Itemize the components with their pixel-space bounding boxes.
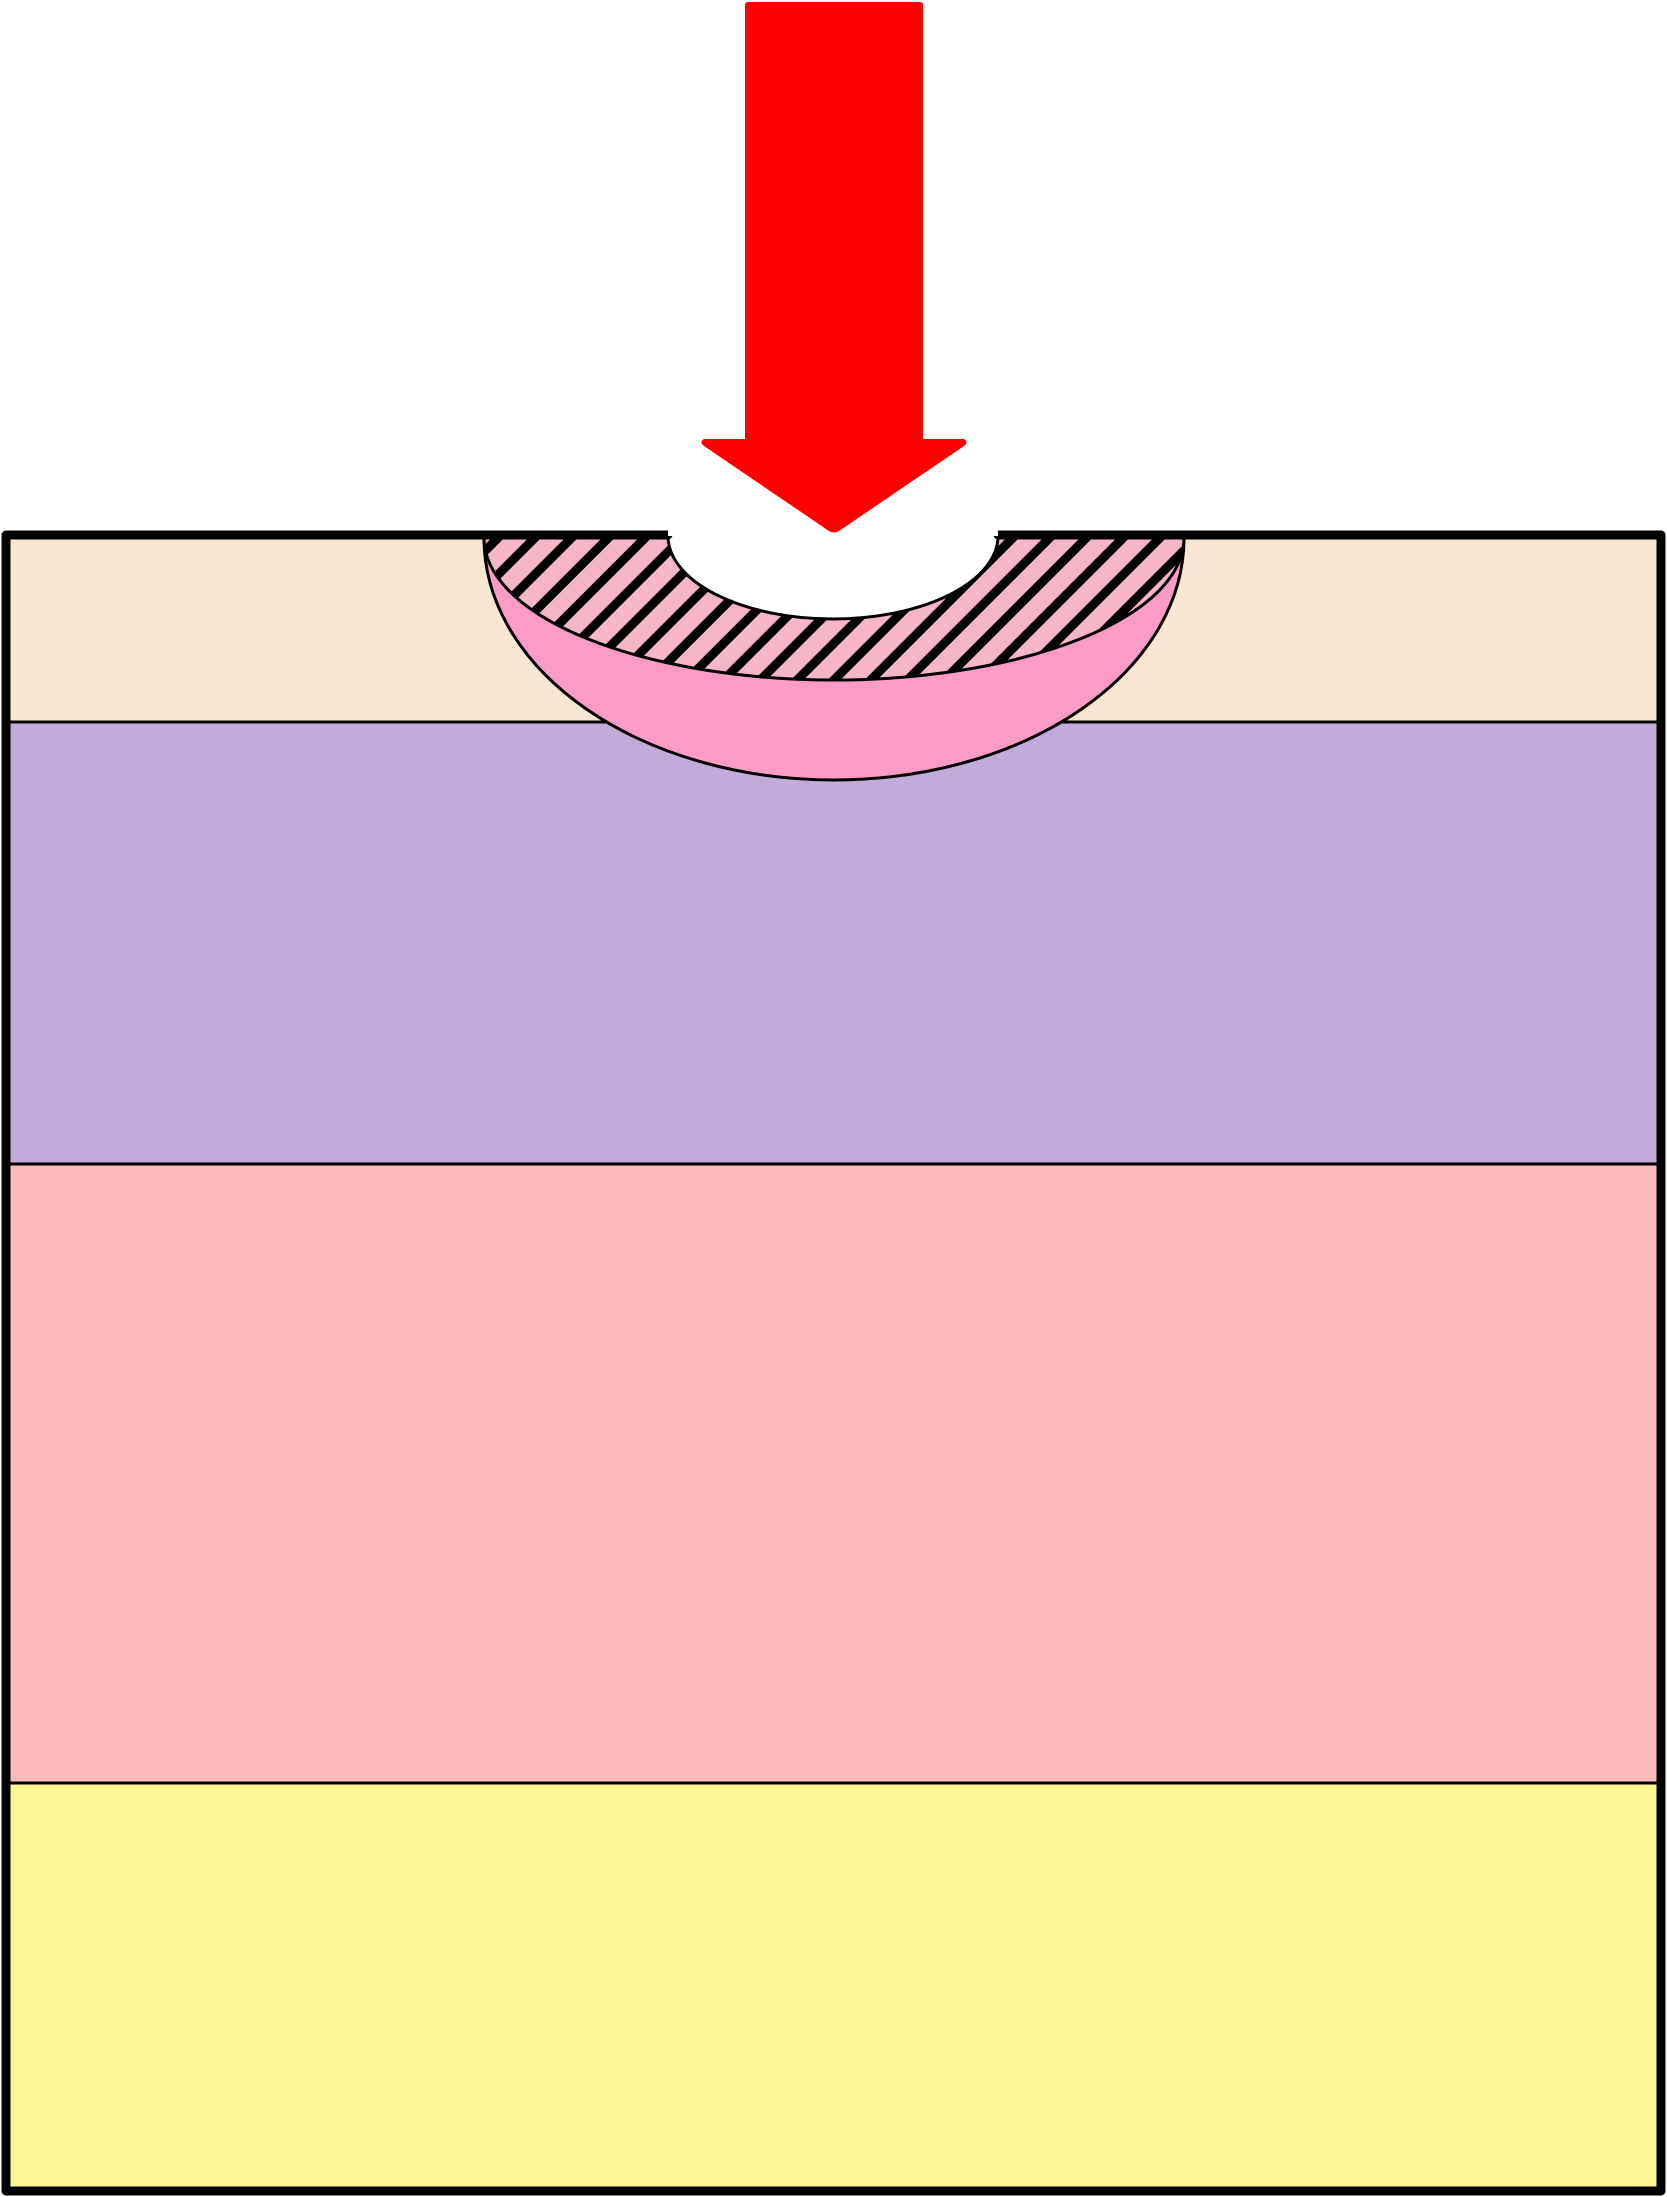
frame-outline	[1, 530, 1666, 2196]
indentation-cavity	[666, 536, 1000, 621]
layer-band-3	[6, 1164, 1661, 1783]
layer-band-4	[6, 1783, 1661, 2191]
box-frame	[1, 530, 1666, 2196]
layer-band-2	[6, 722, 1661, 1164]
impact-zone	[482, 536, 1186, 782]
cavity-top-mask	[668, 536, 998, 538]
impact-arrow-down	[701, 2, 967, 533]
layer-stack	[6, 535, 1661, 2191]
